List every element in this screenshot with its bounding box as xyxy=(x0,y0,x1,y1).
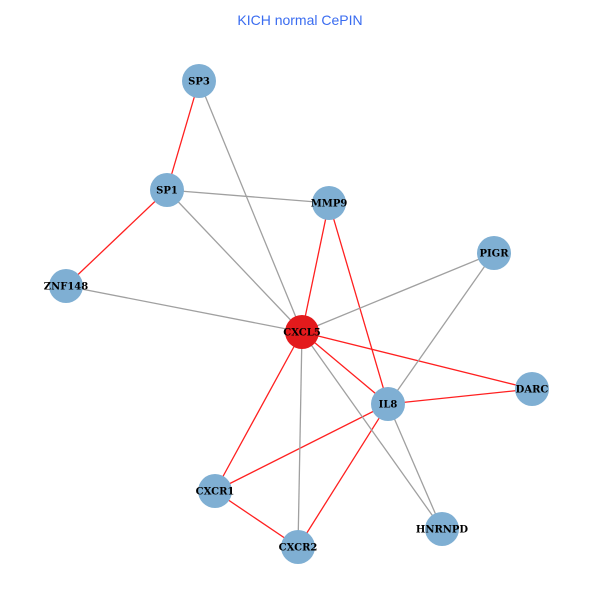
edge-cxcl5-il8 xyxy=(301,331,389,405)
edge-sp1-znf148 xyxy=(65,189,168,287)
node-label: CXCR1 xyxy=(196,487,235,498)
node-circle xyxy=(425,512,459,546)
node-cxcr1[interactable]: CXCR1 xyxy=(196,474,235,508)
edge-sp3-sp1 xyxy=(166,80,200,191)
node-sp1[interactable]: SP1 xyxy=(150,173,184,207)
figure-title: KICH normal CePIN xyxy=(237,12,363,28)
edge-cxcl5-darc xyxy=(301,331,533,390)
node-pigr[interactable]: PIGR xyxy=(477,236,511,270)
node-label: SP3 xyxy=(188,77,210,88)
node-circle xyxy=(312,186,346,220)
node-label: SP1 xyxy=(156,186,178,197)
edge-mmp9-cxcl5 xyxy=(301,202,330,333)
edge-sp3-cxcl5 xyxy=(198,80,303,333)
edge-il8-hnrnpd xyxy=(387,403,443,530)
edge-il8-cxcr1 xyxy=(214,403,389,492)
edge-pigr-cxcl5 xyxy=(301,252,495,333)
edge-il8-cxcr2 xyxy=(297,403,389,548)
edge-sp1-cxcl5 xyxy=(166,189,303,333)
node-cxcr2[interactable]: CXCR2 xyxy=(279,530,318,564)
edge-cxcl5-hnrnpd xyxy=(301,331,443,530)
node-label: CXCL5 xyxy=(283,328,321,339)
node-hnrnpd[interactable]: HNRNPD xyxy=(416,512,469,546)
node-label: CXCR2 xyxy=(279,543,318,554)
node-label: IL8 xyxy=(379,400,398,411)
node-label: ZNF148 xyxy=(44,282,88,293)
node-circle xyxy=(285,315,319,349)
edge-mmp9-il8 xyxy=(328,202,389,405)
node-circle xyxy=(515,372,549,406)
node-sp3[interactable]: SP3 xyxy=(182,64,216,98)
edge-cxcl5-cxcr2 xyxy=(297,331,303,548)
node-circle xyxy=(182,64,216,98)
node-label: MMP9 xyxy=(311,199,348,210)
node-label: HNRNPD xyxy=(416,525,469,536)
node-circle xyxy=(281,530,315,564)
node-circle xyxy=(477,236,511,270)
node-darc[interactable]: DARC xyxy=(515,372,549,406)
edge-il8-darc xyxy=(387,388,533,405)
node-circle xyxy=(150,173,184,207)
node-znf148[interactable]: ZNF148 xyxy=(44,269,88,303)
node-mmp9[interactable]: MMP9 xyxy=(311,186,348,220)
edge-pigr-il8 xyxy=(387,252,495,405)
node-circle xyxy=(198,474,232,508)
node-label: PIGR xyxy=(479,249,509,260)
edge-cxcl5-cxcr1 xyxy=(214,331,303,492)
node-il8[interactable]: IL8 xyxy=(371,387,405,421)
node-cxcl5[interactable]: CXCL5 xyxy=(283,315,321,349)
edge-sp1-mmp9 xyxy=(166,189,330,204)
node-circle xyxy=(371,387,405,421)
edge-znf148-cxcl5 xyxy=(65,285,303,333)
node-label: DARC xyxy=(516,385,549,396)
node-circle xyxy=(49,269,83,303)
